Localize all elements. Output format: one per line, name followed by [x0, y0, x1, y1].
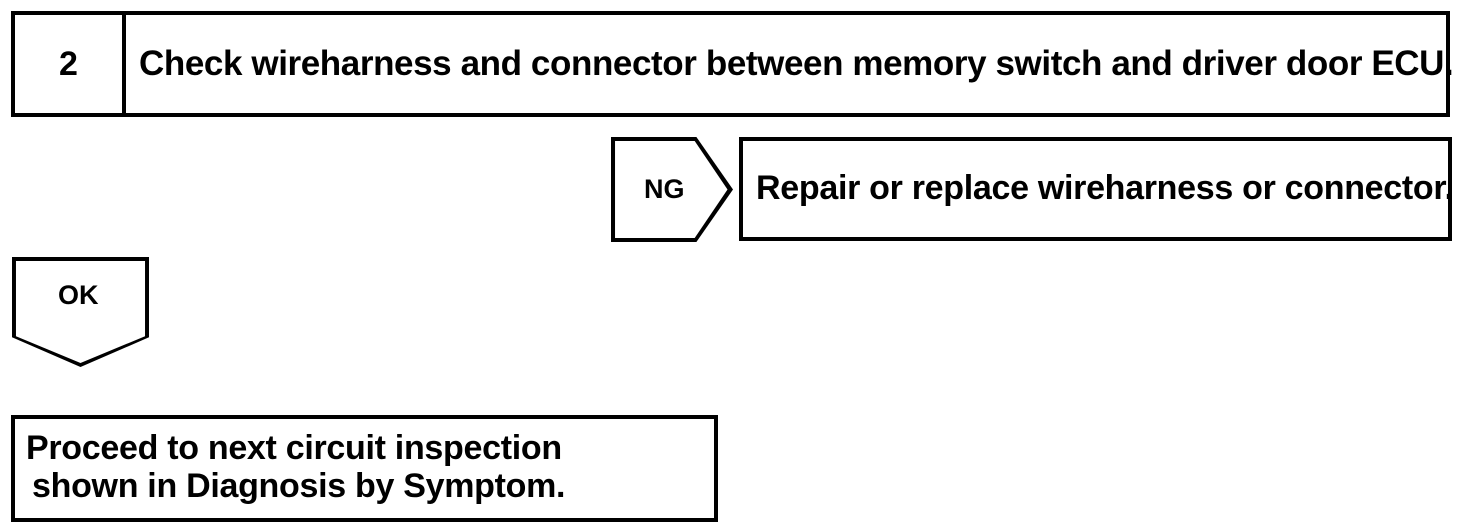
step-instruction-text: Check wireharness and connector between … — [139, 43, 1454, 83]
ok-result-text-block: Proceed to next circuit inspection shown… — [26, 419, 565, 505]
ok-result-line-1: Proceed to next circuit inspection — [26, 429, 562, 467]
step-instruction-cell: Check wireharness and connector between … — [126, 15, 1454, 113]
ok-result-box: Proceed to next circuit inspection shown… — [11, 415, 718, 522]
step-row: 2 Check wireharness and connector betwee… — [11, 11, 1454, 117]
branch-tag-ok-inner: OK — [15, 260, 146, 364]
ng-result-box: Repair or replace wireharness or connect… — [739, 137, 1454, 241]
step-number-cell: 2 — [15, 15, 126, 113]
branch-tag-ng-label: NG — [644, 174, 685, 204]
branch-tag-ok-label: OK — [58, 280, 99, 310]
ng-result-text: Repair or replace wireharness or connect… — [756, 169, 1454, 208]
branch-tag-ng-inner: NG — [615, 140, 728, 239]
step-number: 2 — [59, 45, 78, 83]
branch-tag-ng: NG — [611, 137, 733, 242]
ok-result-line-2: shown in Diagnosis by Symptom. — [32, 467, 566, 505]
branch-tag-ok: OK — [12, 257, 149, 367]
